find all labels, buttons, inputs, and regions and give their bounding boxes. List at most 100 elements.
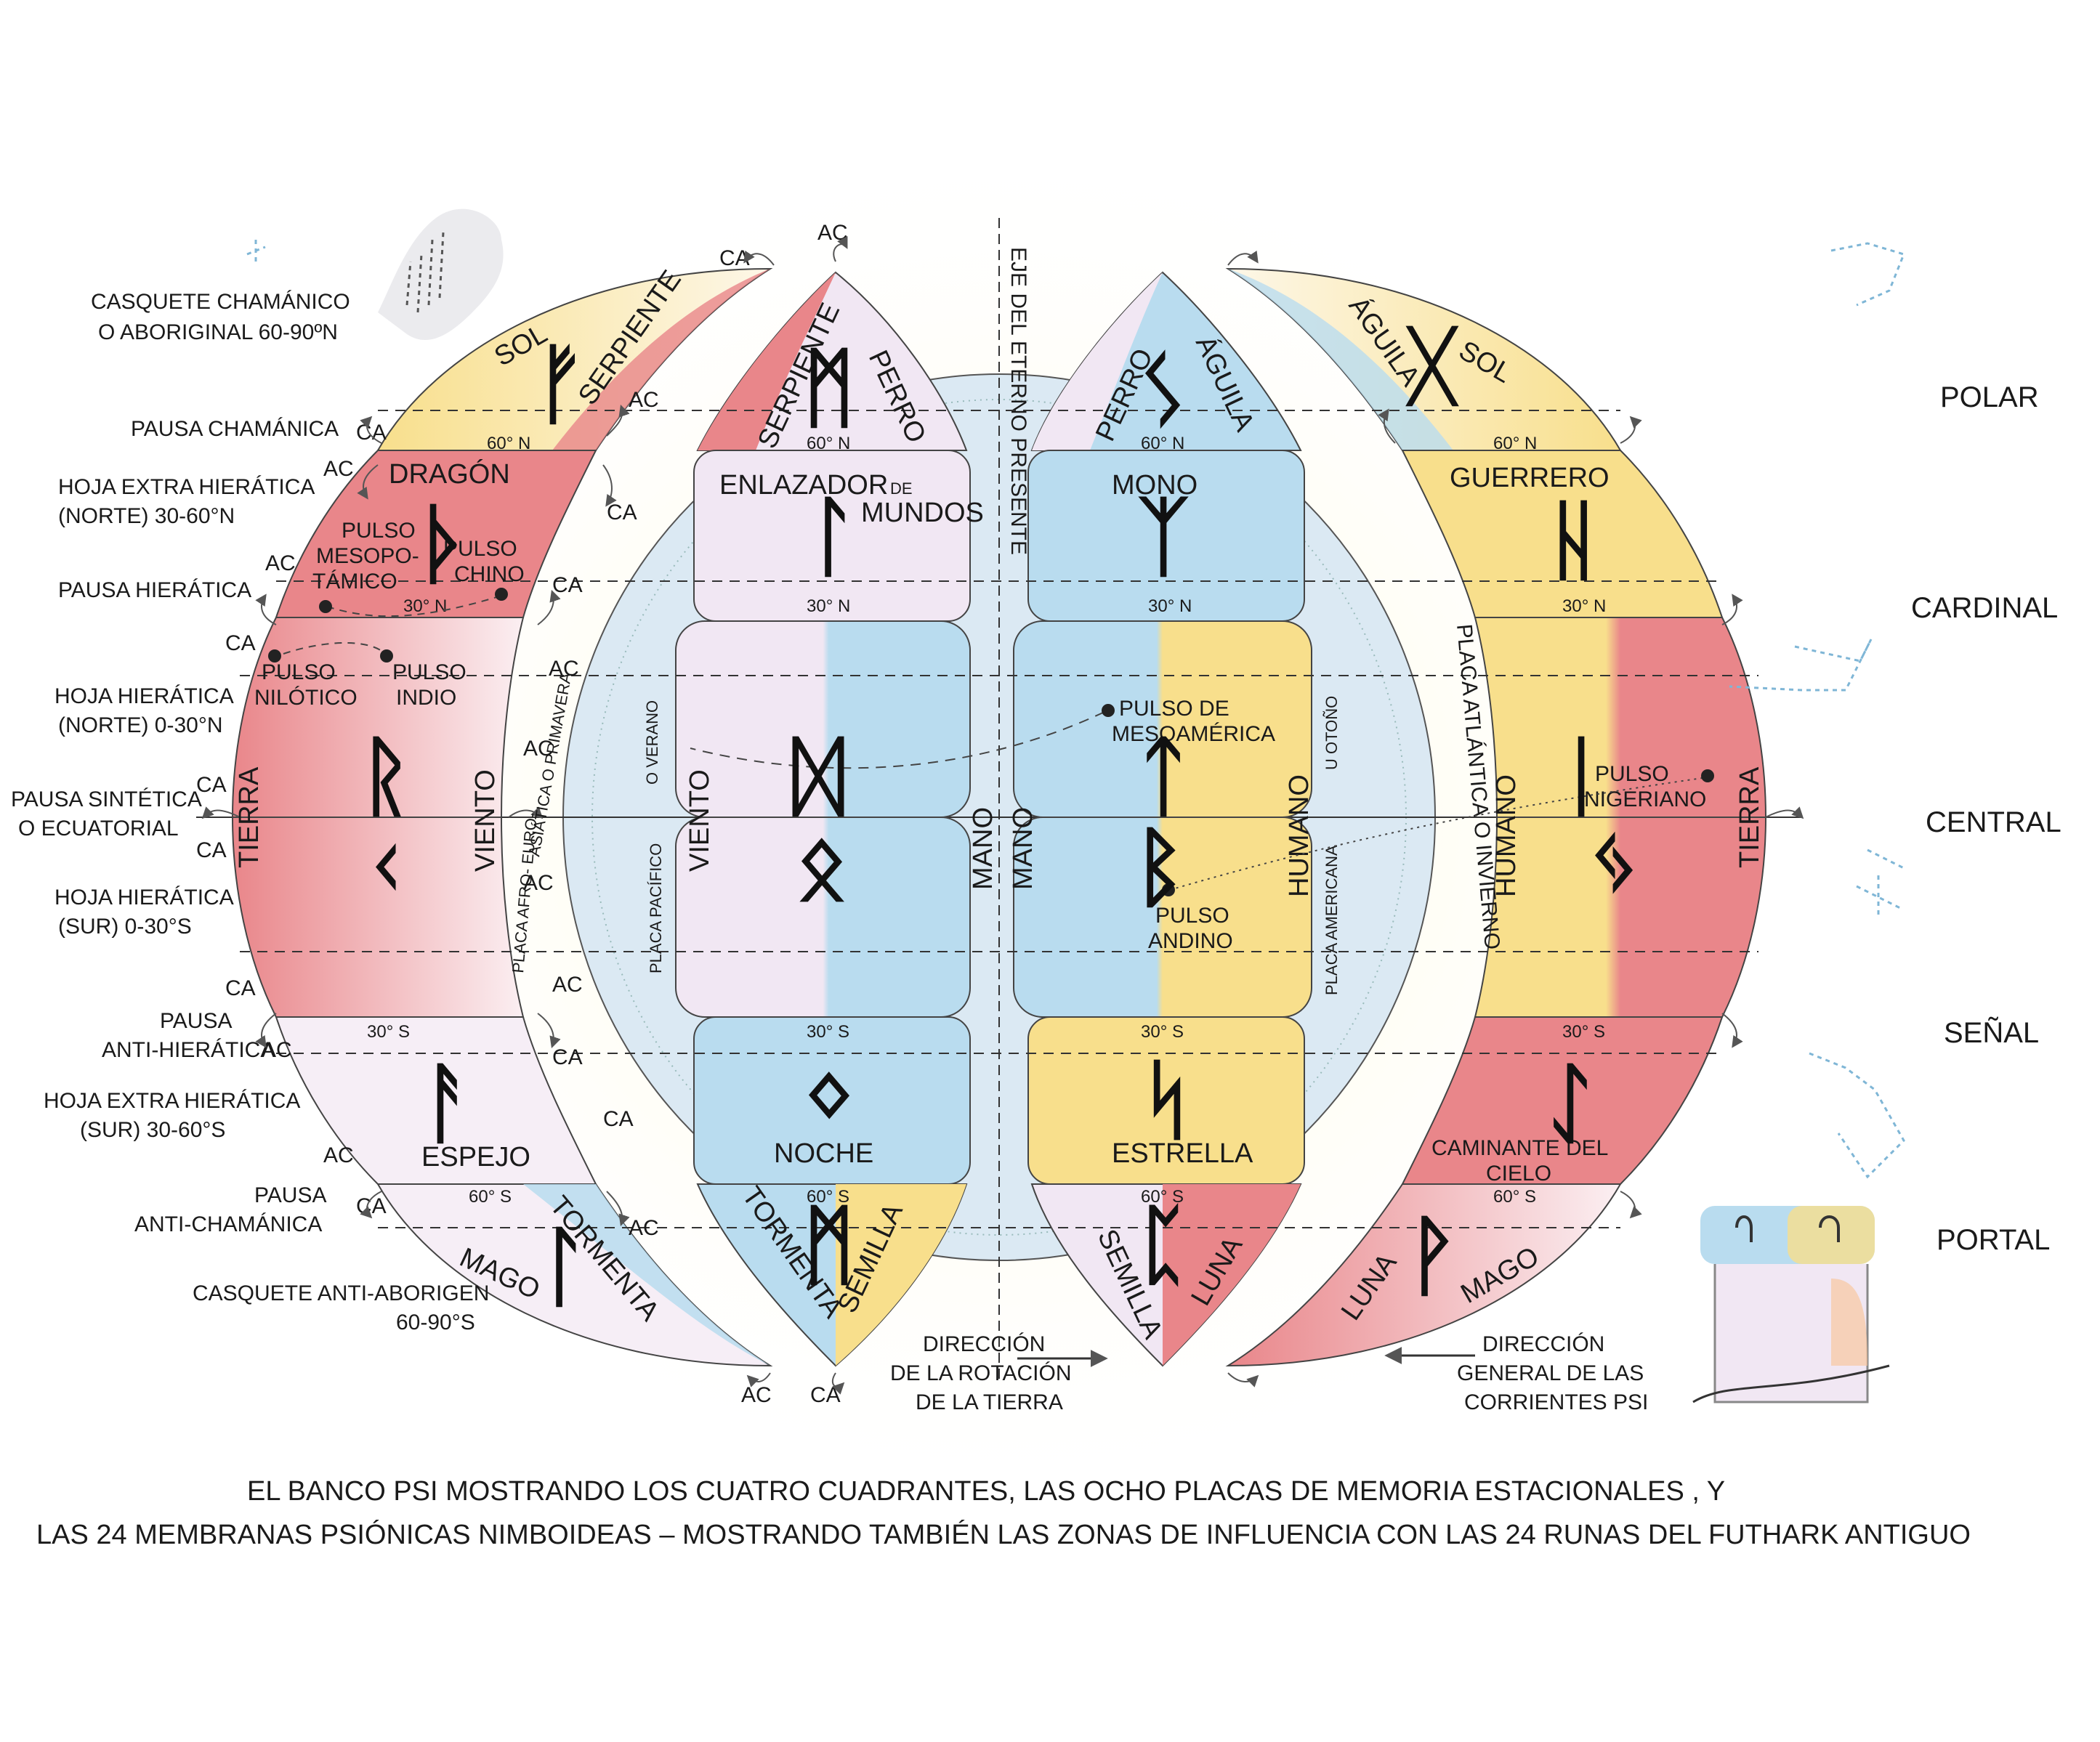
rune-mannaz-bottom: ᛗ bbox=[803, 1195, 855, 1296]
pulse-meso-dot bbox=[319, 600, 332, 613]
rune-ansuz: ᚨ bbox=[421, 1053, 474, 1154]
left-labels: CASQUETE CHAMÁNICO O ABORIGINAL 60-90ºN … bbox=[11, 290, 489, 1334]
li-summer: O VERANO bbox=[643, 700, 661, 785]
li-mano: MANO bbox=[968, 807, 998, 890]
constellation-decorations bbox=[246, 240, 1906, 1179]
ri-estrella: ESTRELLA bbox=[1112, 1138, 1253, 1169]
flow-ca-3: CA bbox=[607, 501, 637, 524]
lo-pulse-meso-2: MESOPO- bbox=[316, 544, 419, 568]
latitude-labels: 60° N 60° N 60° N 60° N 30° N 30° N 30° … bbox=[367, 434, 1606, 1207]
rune-isa: ᛁ bbox=[1555, 726, 1607, 827]
pulse-india-dot bbox=[380, 649, 393, 663]
lo-pulse-nile-1: PULSO bbox=[262, 660, 336, 684]
flow-ac-1: AC bbox=[817, 221, 848, 245]
rune-sowilo: ᛋ bbox=[1141, 1050, 1193, 1151]
runes: ᚠ ᚦ ᚱ ᚲ ᚨ ᛚ ᛗ ᛚ ᛞ ᛟ ᛜ ᛗ ᛊ ᛉ ᛏ ᛒ ᛋ ᛈ ᚷ ᚺ … bbox=[360, 316, 1640, 1318]
li-enlazador-2: MUNDOS bbox=[861, 498, 984, 528]
flow-ac-8: AC bbox=[552, 973, 583, 997]
lat-60s-ri: 60° S bbox=[1141, 1187, 1184, 1207]
rune-gebo: ᚷ bbox=[1405, 316, 1459, 417]
pause-anti-hieratic-label: PAUSA bbox=[160, 1009, 232, 1033]
lat-60s-l: 60° S bbox=[469, 1187, 512, 1207]
pause-anti-shamanic-label: PAUSA bbox=[254, 1183, 326, 1207]
right-inner-segment bbox=[1013, 271, 1312, 1367]
left-outer-crescent bbox=[231, 267, 773, 1367]
li-enlazador: ENLAZADOR bbox=[719, 470, 888, 501]
flow-ca-5: CA bbox=[225, 631, 256, 655]
zone-cardinal: CARDINAL bbox=[1911, 592, 2058, 624]
pulse-mesoamerica-dot bbox=[1102, 704, 1115, 717]
li-viento: VIENTO bbox=[684, 769, 715, 872]
li-enlazador-de: DE bbox=[890, 479, 913, 498]
lat-30s-ri: 30° S bbox=[1141, 1022, 1184, 1042]
lat-30n-l: 30° N bbox=[403, 596, 447, 616]
rune-eihwaz: ᛇ bbox=[1544, 1053, 1596, 1154]
rune-ingwaz: ᛜ bbox=[803, 1050, 855, 1151]
flow-ac-5: AC bbox=[549, 657, 579, 681]
lo-dragon: DRAGÓN bbox=[389, 458, 510, 490]
shamanic-figure-icon bbox=[378, 208, 504, 341]
zone-signal: SEÑAL bbox=[1944, 1016, 2039, 1049]
lo-pulse-india-1: PULSO bbox=[392, 660, 467, 684]
lo-pulse-india-2: INDIO bbox=[396, 686, 456, 710]
flow-ac-6: AC bbox=[523, 737, 554, 761]
lo-espejo: ESPEJO bbox=[421, 1142, 530, 1172]
pulse-nile-dot bbox=[268, 649, 281, 663]
flow-arrows bbox=[201, 235, 1804, 1395]
cap-north-label: CASQUETE CHAMÁNICO bbox=[91, 290, 350, 314]
ri-plate-american: PLACA AMERICANA bbox=[1322, 845, 1341, 995]
flow-ac-10: AC bbox=[323, 1143, 354, 1167]
ri-pulse-meso-2: MESOAMÉRICA bbox=[1112, 722, 1275, 746]
ro-caminante-2: CIELO bbox=[1486, 1162, 1551, 1186]
flow-ca-4: CA bbox=[552, 573, 583, 597]
lat-30n-li: 30° N bbox=[807, 596, 850, 616]
rune-dagaz: ᛞ bbox=[792, 726, 844, 827]
rotation-label-3: DE LA TIERRA bbox=[916, 1390, 1063, 1414]
pause-anti-hieratic-label-2: ANTI-HIERÁTICA bbox=[102, 1038, 275, 1062]
ro-guerrero: GUERRERO bbox=[1450, 463, 1610, 493]
rune-tiwaz: ᛏ bbox=[1137, 726, 1190, 827]
rotation-label-2: DE LA ROTACIÓN bbox=[890, 1361, 1072, 1385]
ri-pulse-andes-1: PULSO bbox=[1155, 904, 1229, 928]
hieratic-n-label: HOJA HIERÁTICA bbox=[54, 684, 234, 708]
left-inner-segment bbox=[675, 271, 971, 1367]
cap-south-label-2: 60-90°S bbox=[396, 1310, 475, 1334]
lo-viento: VIENTO bbox=[470, 769, 501, 872]
extra-hieratic-s-label: HOJA EXTRA HIERÁTICA bbox=[44, 1089, 300, 1113]
lat-30s-r: 30° S bbox=[1562, 1022, 1605, 1042]
ri-autumn: U OTOÑO bbox=[1322, 696, 1341, 770]
flow-ca-1: CA bbox=[719, 246, 750, 270]
rune-othala: ᛟ bbox=[796, 817, 848, 918]
lat-60n-r: 60° N bbox=[1493, 434, 1537, 453]
lat-60s-r: 60° S bbox=[1493, 1187, 1536, 1207]
cap-south-label: CASQUETE ANTI-ABORIGEN bbox=[193, 1281, 489, 1305]
pause-synthetic-label-2: O ECUATORIAL bbox=[18, 817, 179, 840]
flow-ca-2: CA bbox=[356, 421, 387, 445]
flow-ca-8: CA bbox=[225, 976, 256, 1000]
pause-anti-shamanic-label-2: ANTI-CHAMÁNICA bbox=[134, 1212, 322, 1236]
lat-30n-r: 30° N bbox=[1562, 596, 1606, 616]
lat-60n-ri: 60° N bbox=[1141, 434, 1184, 453]
ri-pulse-andes-2: ANDINO bbox=[1148, 929, 1233, 953]
lat-30s-li: 30° S bbox=[807, 1022, 849, 1042]
rune-mannaz-top: ᛗ bbox=[803, 338, 855, 439]
rune-algiz: ᛉ bbox=[1137, 487, 1190, 588]
ro-pulse-nigeria-1: PULSO bbox=[1595, 762, 1669, 786]
pulse-nigeria-dot bbox=[1701, 769, 1714, 782]
flow-ac-2: AC bbox=[629, 388, 659, 412]
monolith-icon bbox=[1692, 1206, 1890, 1403]
rune-perthro: ᛈ bbox=[1137, 1195, 1190, 1296]
hieratic-s-label-2: (SUR) 0-30°S bbox=[58, 915, 192, 939]
rotation-direction: DIRECCIÓN DE LA ROTACIÓN DE LA TIERRA bbox=[890, 1332, 1108, 1414]
ro-tierra: TIERRA bbox=[1734, 766, 1765, 868]
hieratic-s-label: HOJA HIERÁTICA bbox=[54, 886, 234, 910]
flow-ac-4: AC bbox=[265, 551, 296, 575]
pulse-china-dot bbox=[495, 588, 508, 601]
flow-ac-7: AC bbox=[523, 871, 554, 895]
flow-markers: CA AC CA AC AC CA AC CA CA AC CA AC CA A… bbox=[196, 221, 848, 1407]
pause-hieratic-label: PAUSA HIERÁTICA bbox=[58, 578, 251, 602]
ri-mono: MONO bbox=[1112, 470, 1198, 501]
hieratic-n-label-2: (NORTE) 0-30°N bbox=[58, 713, 222, 737]
extra-hieratic-n-label: HOJA EXTRA HIERÁTICA bbox=[58, 475, 315, 499]
